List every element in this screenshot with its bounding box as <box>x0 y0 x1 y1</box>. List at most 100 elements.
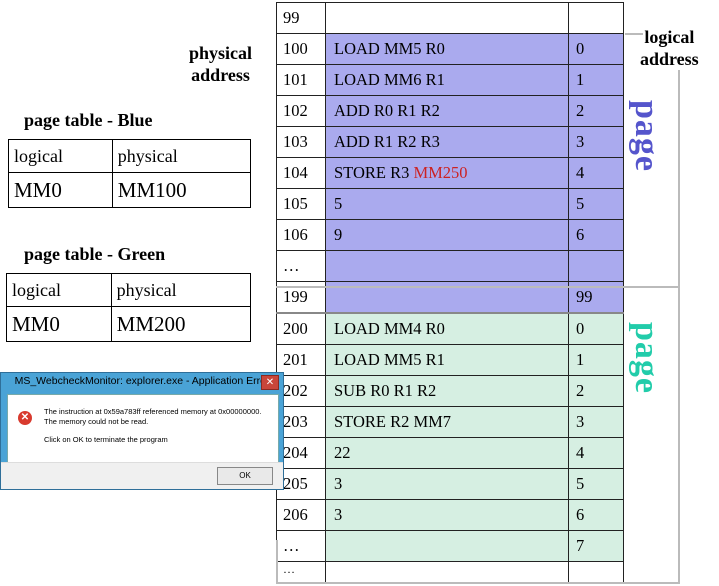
memory-content-cell: LOAD MM4 R0 <box>325 312 569 345</box>
page-table-header-logical: logical <box>8 139 113 173</box>
memory-row: 101 LOAD MM6 R1 1 <box>276 64 624 96</box>
logical-address-cell: 7 <box>568 530 624 562</box>
instruction-text: 9 <box>334 225 343 244</box>
memory-row: 201 LOAD MM5 R1 1 <box>276 344 624 376</box>
error-dialog: MS_WebcheckMonitor: explorer.exe - Appli… <box>0 372 284 490</box>
error-icon: ✕ <box>18 411 32 425</box>
instruction-text: LOAD MM4 R0 <box>334 319 445 338</box>
memory-content-cell: LOAD MM5 R0 <box>325 33 569 65</box>
memory-content-cell: STORE R2 MM7 <box>325 406 569 438</box>
memory-bottom-line <box>276 582 680 584</box>
page-boundary-line <box>276 286 680 288</box>
memory-row: … <box>276 250 624 282</box>
logical-address-cell: 6 <box>568 499 624 531</box>
logical-address-cell: 1 <box>568 344 624 376</box>
memory-content-cell: STORE R3 MM250 <box>325 157 569 189</box>
logical-address-cell <box>568 2 624 34</box>
logical-address-cell: 2 <box>568 95 624 127</box>
instruction-text: LOAD MM5 R1 <box>334 350 445 369</box>
logical-address-cell: 5 <box>568 188 624 220</box>
blue-page-bracket <box>678 70 680 286</box>
memory-content-cell: 22 <box>325 437 569 469</box>
page-table-cell-physical: MM100 <box>111 172 252 208</box>
logical-address-cell: 3 <box>568 126 624 158</box>
physical-address-cell: 206 <box>276 499 326 531</box>
dialog-hint: Click on OK to terminate the program <box>44 435 168 444</box>
page-table-header-physical: physical <box>110 273 252 307</box>
page-blue-label: page <box>628 100 665 172</box>
physical-address-cell: 104 <box>276 157 326 189</box>
page-table-blue-title: page table - Blue <box>24 110 153 130</box>
logical-pointer-line <box>625 33 643 35</box>
logical-address-label: logical address <box>640 27 699 69</box>
physical-address-cell: … <box>276 561 326 583</box>
logical-address-cell: 4 <box>568 437 624 469</box>
physical-address-cell: 105 <box>276 188 326 220</box>
physical-address-cell: 100 <box>276 33 326 65</box>
page-table-header-physical: physical <box>111 139 252 173</box>
page-table-blue: logical physical MM0 MM100 <box>8 139 252 208</box>
memory-row: 200 LOAD MM4 R0 0 <box>276 312 624 345</box>
dialog-title: MS_WebcheckMonitor: explorer.exe - Appli… <box>14 375 270 387</box>
physical-address-cell: 103 <box>276 126 326 158</box>
physical-address-cell: 99 <box>276 2 326 34</box>
page-table-header-logical: logical <box>6 273 112 307</box>
memory-content-cell <box>325 2 569 34</box>
memory-content-cell: 3 <box>325 468 569 500</box>
instruction-text: LOAD MM6 R1 <box>334 70 445 89</box>
physical-address-label: physical address <box>189 43 253 85</box>
memory-content-cell <box>325 530 569 562</box>
green-page-bracket <box>678 288 680 584</box>
physical-address-cell: 102 <box>276 95 326 127</box>
instruction-text: 3 <box>334 474 343 493</box>
page-table-cell-logical: MM0 <box>6 306 112 342</box>
memory-content-cell: 3 <box>325 499 569 531</box>
instruction-text: 3 <box>334 505 343 524</box>
highlighted-operand: MM250 <box>413 163 468 182</box>
logical-address-cell: 4 <box>568 157 624 189</box>
memory-content-cell: 9 <box>325 219 569 251</box>
physical-address-cell: 205 <box>276 468 326 500</box>
physical-address-cell: 200 <box>276 312 326 345</box>
memory-content-cell <box>325 561 569 583</box>
memory-content-cell: LOAD MM5 R1 <box>325 344 569 376</box>
close-icon[interactable]: ✕ <box>261 375 279 390</box>
memory-row: 205 3 5 <box>276 468 624 500</box>
logical-address-cell: 2 <box>568 375 624 407</box>
physical-address-cell: … <box>276 250 326 282</box>
memory-row: 206 3 6 <box>276 499 624 531</box>
instruction-text: SUB R0 R1 R2 <box>334 381 437 400</box>
logical-address-cell: 3 <box>568 406 624 438</box>
instruction-text: 22 <box>334 443 351 462</box>
memory-content-cell <box>325 250 569 282</box>
memory-content-cell: SUB R0 R1 R2 <box>325 375 569 407</box>
physical-address-cell: 106 <box>276 219 326 251</box>
instruction-text: STORE R2 MM7 <box>334 412 452 431</box>
instruction-text: ADD R0 R1 R2 <box>334 101 440 120</box>
memory-row: … <box>276 561 624 583</box>
physical-address-cell: 101 <box>276 64 326 96</box>
memory-row: …7 <box>276 530 624 562</box>
memory-left-extension <box>276 540 278 584</box>
logical-address-cell: 0 <box>568 33 624 65</box>
page-table-cell-logical: MM0 <box>8 172 113 208</box>
page-table-green-title: page table - Green <box>24 244 166 264</box>
dialog-footer: OK <box>1 462 283 489</box>
logical-address-cell: 5 <box>568 468 624 500</box>
logical-address-cell: 1 <box>568 64 624 96</box>
ok-button[interactable]: OK <box>217 467 273 485</box>
physical-address-cell: 201 <box>276 344 326 376</box>
memory-content-cell: ADD R0 R1 R2 <box>325 95 569 127</box>
instruction-text: STORE R3 <box>334 163 414 182</box>
memory-row: 102 ADD R0 R1 R2 2 <box>276 95 624 127</box>
dialog-message: The instruction at 0x59a783ff referenced… <box>44 407 262 426</box>
memory-content-cell: ADD R1 R2 R3 <box>325 126 569 158</box>
memory-row: 99 <box>276 2 624 34</box>
instruction-text: ADD R1 R2 R3 <box>334 132 440 151</box>
logical-address-cell <box>568 561 624 583</box>
logical-address-cell: 0 <box>568 312 624 345</box>
